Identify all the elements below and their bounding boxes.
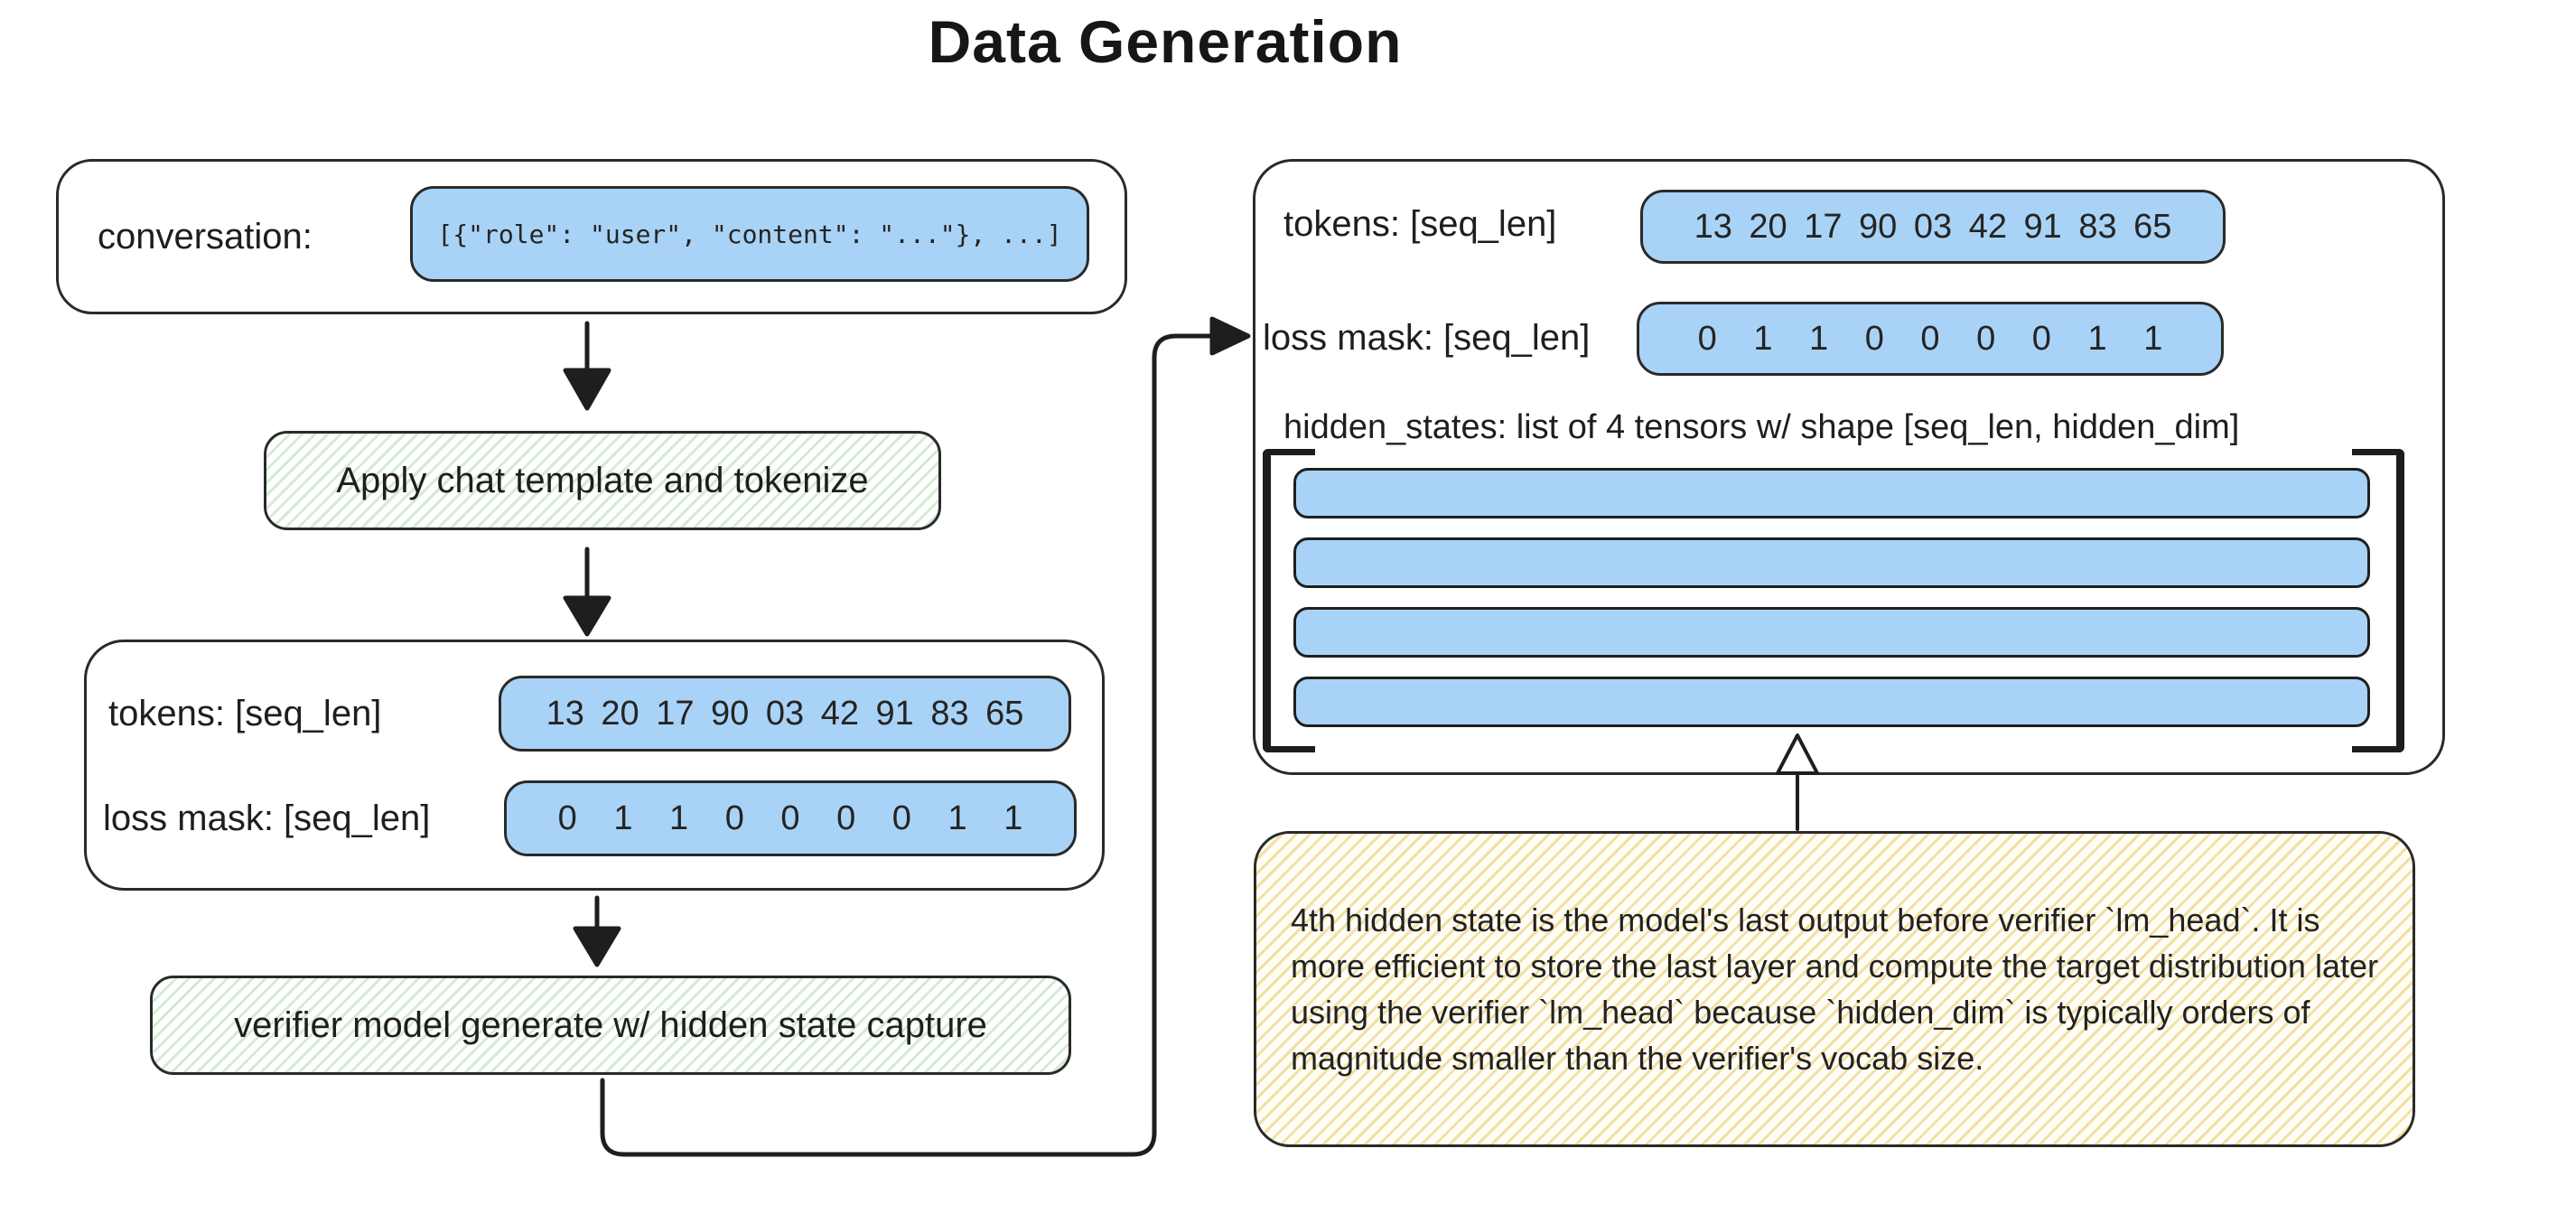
hidden-states-label: hidden_states: list of 4 tensors w/ shap… — [1283, 408, 2240, 446]
right-loss-mask-values: 0 1 1 0 0 0 0 1 1 — [1697, 319, 2163, 358]
right-tokens-label: tokens: [seq_len] — [1283, 204, 1557, 244]
left-loss-mask-pill: 0 1 1 0 0 0 0 1 1 — [504, 780, 1077, 856]
right-tokens-values: 13 20 17 90 03 42 91 83 65 — [1694, 207, 2172, 246]
right-tokens-pill: 13 20 17 90 03 42 91 83 65 — [1640, 190, 2226, 264]
conversation-value: [{"role": "user", "content": "..."}, ...… — [437, 219, 1062, 249]
tensor-bar — [1293, 468, 2370, 518]
tensor-bar — [1293, 677, 2370, 727]
page-title: Data Generation — [928, 8, 1403, 75]
conversation-value-pill: [{"role": "user", "content": "..."}, ...… — [410, 186, 1089, 282]
right-loss-mask-label: loss mask: [seq_len] — [1263, 318, 1591, 358]
conversation-label: conversation: — [98, 217, 313, 257]
right-loss-mask-pill: 0 1 1 0 0 0 0 1 1 — [1637, 302, 2224, 376]
left-bracket-icon — [1263, 449, 1315, 752]
left-loss-mask-label: loss mask: [seq_len] — [103, 798, 431, 838]
right-bracket-icon — [2352, 449, 2404, 752]
arrow-down-2-icon — [563, 546, 611, 637]
step-verifier-generate: verifier model generate w/ hidden state … — [150, 976, 1071, 1075]
left-loss-mask-values: 0 1 1 0 0 0 0 1 1 — [557, 798, 1023, 837]
step-verifier-generate-label: verifier model generate w/ hidden state … — [234, 1004, 987, 1045]
note-box: 4th hidden state is the model's last out… — [1254, 831, 2415, 1147]
left-tokens-values: 13 20 17 90 03 42 91 83 65 — [546, 694, 1024, 733]
arrow-down-3-icon — [573, 895, 621, 967]
tensor-bar — [1293, 537, 2370, 588]
step-apply-chat-template: Apply chat template and tokenize — [264, 431, 941, 530]
step-apply-chat-template-label: Apply chat template and tokenize — [336, 460, 869, 500]
left-tokens-pill: 13 20 17 90 03 42 91 83 65 — [499, 676, 1071, 752]
arrow-down-1-icon — [563, 321, 611, 411]
note-text: 4th hidden state is the model's last out… — [1291, 901, 2378, 1077]
tensor-bar — [1293, 607, 2370, 658]
left-tokens-label: tokens: [seq_len] — [108, 694, 382, 733]
